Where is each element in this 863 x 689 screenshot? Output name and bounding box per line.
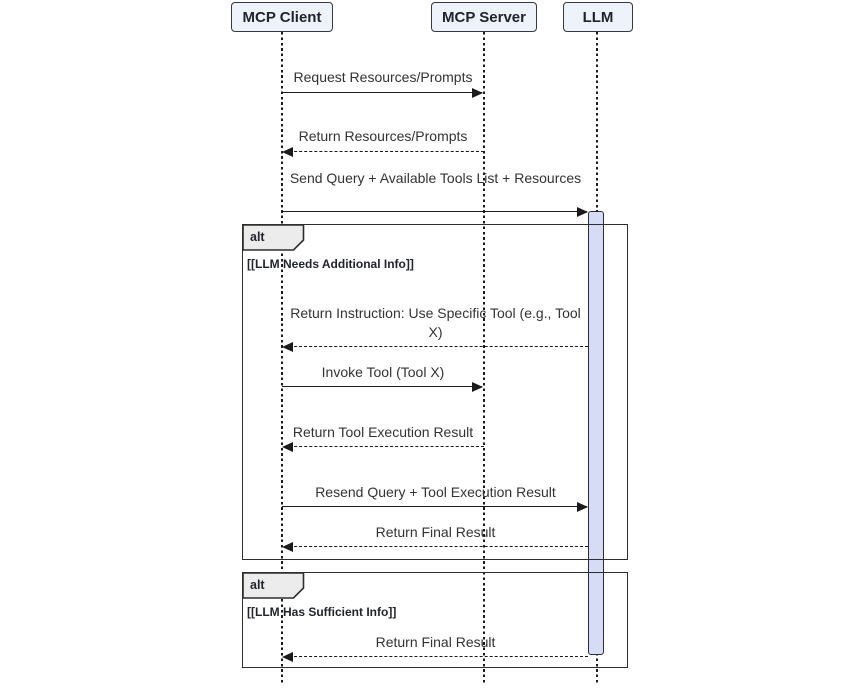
actor-label: LLM: [582, 8, 614, 26]
message-text: Resend Query + Tool Execution Result: [315, 484, 556, 500]
arrowhead-right-icon: [472, 382, 483, 392]
arrowhead-right-icon: [577, 207, 588, 217]
message-text: Invoke Tool (Tool X): [321, 364, 445, 380]
message-line: [284, 656, 588, 657]
activation-bar-llm: [588, 211, 604, 655]
actor-box-mcp-client: MCP Client: [231, 2, 333, 32]
message-text: Request Resources/Prompts: [293, 69, 473, 85]
arrowhead-right-icon: [472, 88, 483, 98]
arrowhead-left-icon: [282, 147, 293, 157]
arrowhead-left-icon: [282, 652, 293, 662]
alt-frame-2: [242, 572, 628, 668]
arrowhead-right-icon: [577, 502, 588, 512]
message-text: Return Resources/Prompts: [298, 128, 468, 144]
lifeline-mcp-server: [483, 32, 485, 685]
actor-label: MCP Server: [442, 8, 526, 26]
message-text: Return Final Result: [375, 634, 496, 650]
lifeline-mcp-client: [281, 32, 283, 685]
message-text: Return Final Result: [375, 524, 496, 540]
alt-frame-1-guard: [[LLM Needs Additional Info]]: [247, 257, 414, 271]
alt-frame-2-label: alt: [250, 578, 265, 592]
message-line: [284, 151, 484, 152]
arrowhead-left-icon: [282, 342, 293, 352]
message-line: [282, 506, 587, 507]
arrowhead-left-icon: [282, 442, 293, 452]
actor-box-llm: LLM: [563, 2, 633, 32]
alt-frame-1-label-box: [242, 224, 305, 251]
message-text: Return Tool Execution Result: [292, 424, 474, 440]
message-line: [282, 211, 587, 212]
message-line: [282, 386, 482, 387]
alt-frame-2-label-box: [242, 572, 305, 599]
message-line: [284, 546, 588, 547]
arrowhead-left-icon: [282, 542, 293, 552]
actor-box-mcp-server: MCP Server: [431, 2, 537, 32]
actor-label: MCP Client: [242, 8, 322, 26]
message-text: Send Query + Available Tools List + Reso…: [289, 170, 582, 186]
alt-frame-1-label: alt: [250, 230, 265, 244]
alt-frame-1: [242, 224, 628, 560]
message-line: [282, 92, 482, 93]
message-line: [284, 446, 484, 447]
message-line: [284, 346, 588, 347]
message-text: Return Instruction: Use Specific Tool (e…: [290, 305, 581, 340]
alt-frame-2-guard: [[LLM Has Sufficient Info]]: [247, 605, 397, 619]
